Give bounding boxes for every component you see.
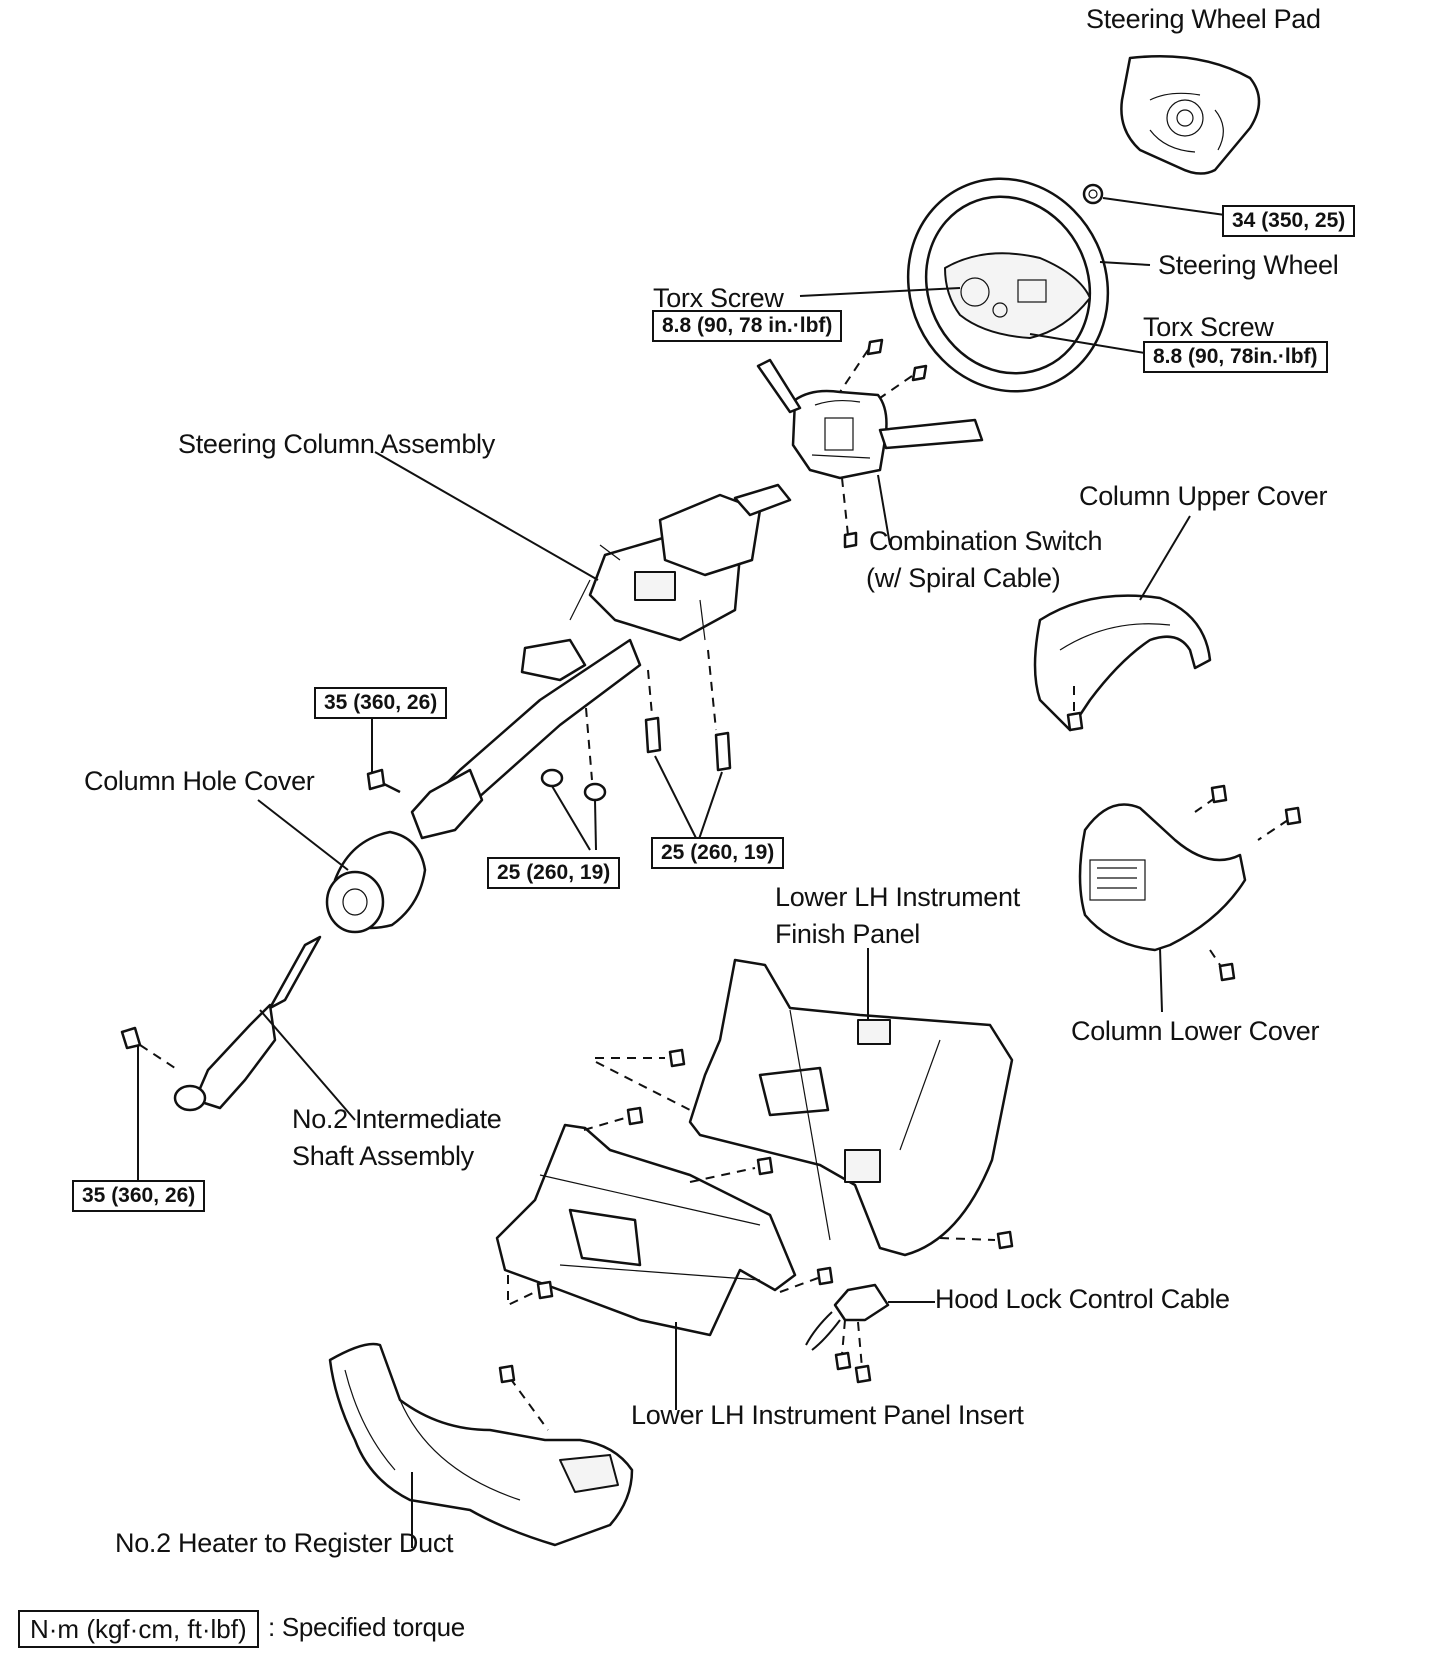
hood-lock-cable-part (805, 1283, 890, 1351)
torque-torx-right: 8.8 (90, 78in.·lbf) (1143, 341, 1328, 373)
steering-column-assembly-part (410, 483, 792, 840)
torque-column-nuts: 25 (260, 19) (487, 857, 621, 889)
lower-cover-screws (1210, 784, 1302, 982)
combination-switch-screws (843, 338, 928, 549)
label-steering-wheel-pad: Steering Wheel Pad (1086, 4, 1321, 34)
finish-panel-screws (668, 1048, 1014, 1250)
column-bolts (644, 716, 732, 772)
label-heater-duct: No.2 Heater to Register Duct (115, 1528, 454, 1558)
column-upper-cover-part (1033, 594, 1212, 732)
torque-torx-left: 8.8 (90, 78 in.·lbf) (652, 310, 843, 342)
label-finish-panel-2: Finish Panel (775, 919, 920, 949)
label-steering-wheel: Steering Wheel (1158, 250, 1339, 280)
intermediate-shaft-part (173, 935, 322, 1112)
label-column-upper-cover: Column Upper Cover (1079, 481, 1328, 511)
combination-switch-part (756, 358, 984, 480)
column-hole-cover-part (325, 830, 427, 934)
label-steering-column-assembly: Steering Column Assembly (178, 429, 495, 459)
column-bolt-upper (366, 768, 386, 791)
panel-insert-screws (536, 1106, 834, 1300)
torque-column-bolts: 25 (260, 19) (651, 837, 785, 869)
heater-duct-part (328, 1342, 634, 1547)
torque-column-upper-bolt: 35 (360, 26) (314, 687, 448, 719)
torque-wheel-nut: 34 (350, 25) (1222, 205, 1356, 237)
label-torx-screw-left: Torx Screw (653, 283, 784, 313)
finish-panel-part (688, 958, 1014, 1257)
steering-wheel-part (906, 177, 1110, 393)
steering-wheel-pad-part (1120, 55, 1261, 175)
column-lower-cover-part (1078, 803, 1247, 952)
legend-text: : Specified torque (268, 1612, 465, 1642)
label-torx-screw-right: Torx Screw (1143, 312, 1274, 342)
hood-cable-screws (834, 1351, 872, 1384)
wheel-nut-part (1082, 183, 1104, 205)
legend-unit-box: N·m (kgf·cm, ft·lbf) (18, 1610, 259, 1648)
label-finish-panel-1: Lower LH Instrument (775, 882, 1020, 912)
label-intermediate-shaft-2: Shaft Assembly (292, 1141, 474, 1171)
label-intermediate-shaft-1: No.2 Intermediate (292, 1104, 502, 1134)
label-combination-switch-1: Combination Switch (869, 526, 1103, 556)
duct-screw (498, 1364, 516, 1384)
label-combination-switch-2: (w/ Spiral Cable) (866, 563, 1061, 593)
panel-insert-part (495, 1123, 797, 1337)
upper-cover-screw (1066, 711, 1084, 732)
label-column-lower-cover: Column Lower Cover (1071, 1016, 1320, 1046)
label-hood-lock-cable: Hood Lock Control Cable (935, 1284, 1230, 1314)
label-column-hole-cover: Column Hole Cover (84, 766, 315, 796)
torque-shaft-bolt: 35 (360, 26) (72, 1180, 206, 1212)
column-nuts (540, 768, 607, 802)
label-panel-insert: Lower LH Instrument Panel Insert (631, 1400, 1024, 1430)
